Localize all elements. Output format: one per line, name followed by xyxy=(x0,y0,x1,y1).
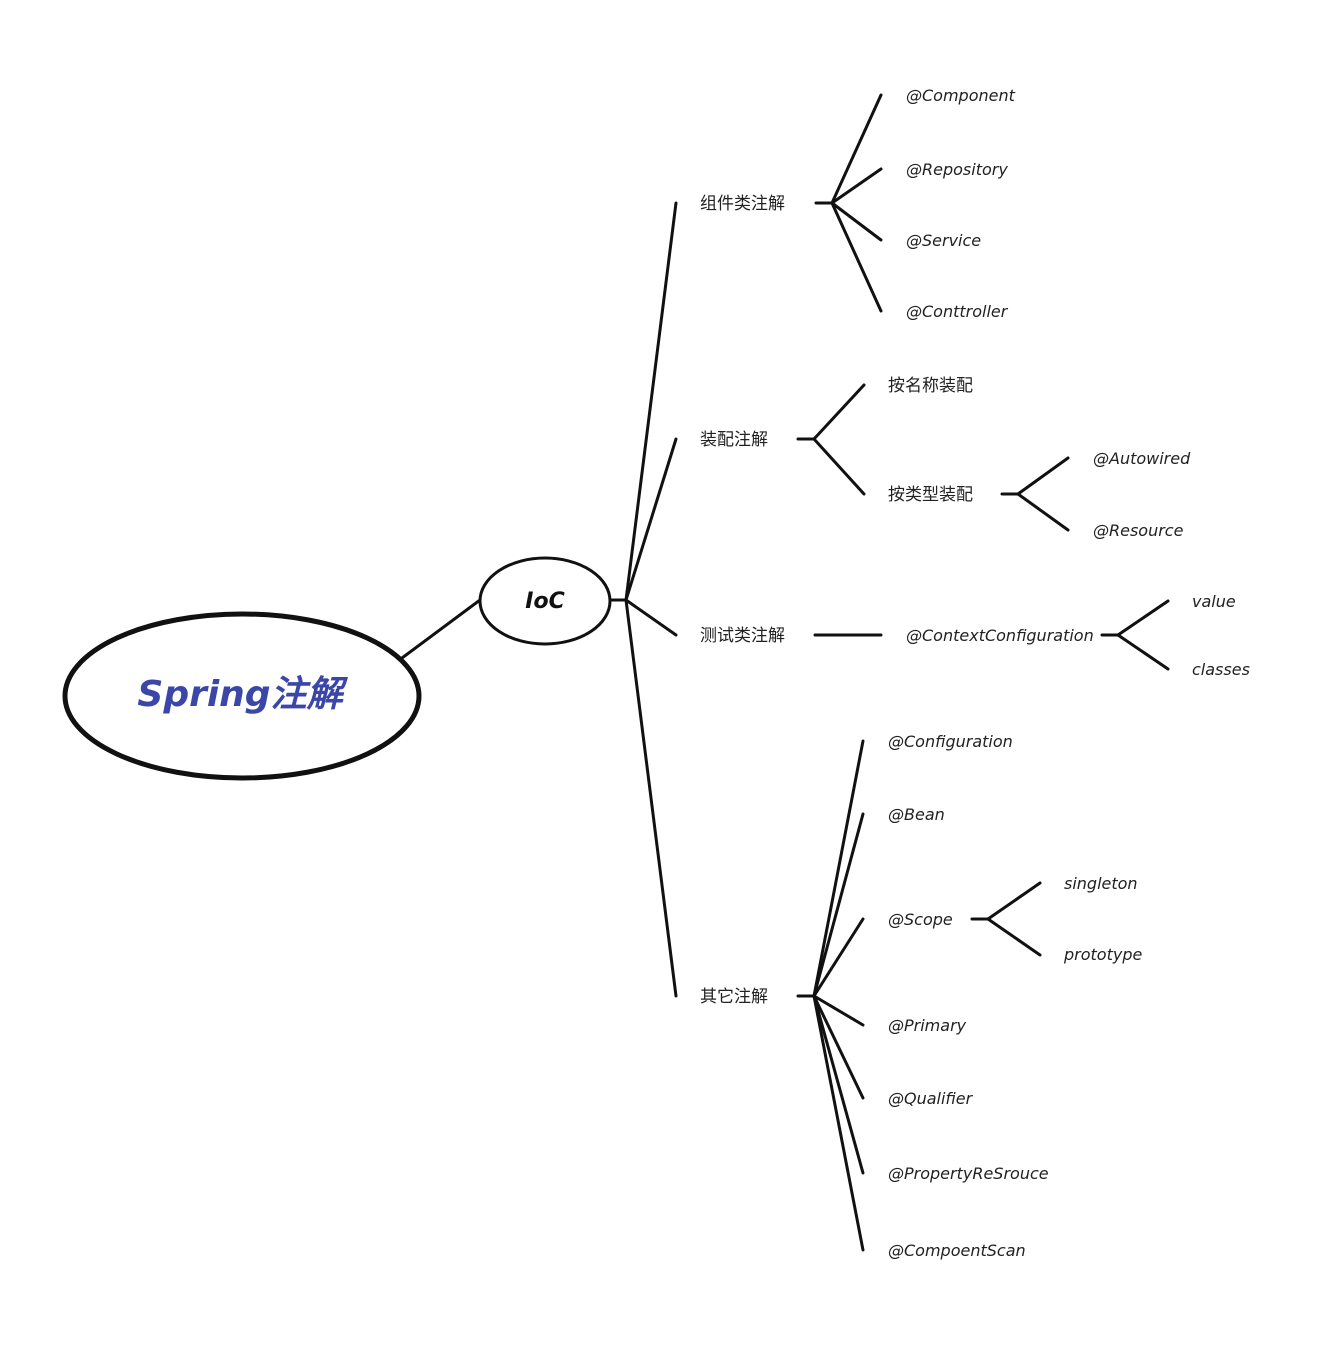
edge-other-6 xyxy=(812,994,865,1175)
edge-ioc-test xyxy=(624,598,678,637)
edge-ioc-component xyxy=(624,201,678,602)
context-configuration-label[interactable]: @ContextConfiguration xyxy=(906,626,1094,645)
root-label: Spring注解 xyxy=(137,674,348,715)
branch-component-label[interactable]: 组件类注解 xyxy=(700,194,785,214)
edge-other-2 xyxy=(812,812,865,998)
edge-other-7 xyxy=(812,994,865,1252)
edge-scope-2 xyxy=(986,917,1042,957)
by-type-item[interactable]: @Autowired xyxy=(1093,449,1191,468)
edge-other-4 xyxy=(812,994,865,1027)
other-item[interactable]: @Primary xyxy=(888,1016,967,1035)
other-item[interactable]: @Scope xyxy=(888,910,953,929)
edge-component-2 xyxy=(830,167,883,205)
edge-assembly-bytype xyxy=(812,437,866,496)
edge-context-1 xyxy=(1116,599,1170,637)
edge-ioc-other xyxy=(624,598,678,998)
edge-component-3 xyxy=(830,201,883,242)
scope-item[interactable]: prototype xyxy=(1063,945,1142,964)
other-item[interactable]: @CompoentScan xyxy=(888,1241,1026,1260)
assembly-by-type-label[interactable]: 按类型装配 xyxy=(888,485,973,505)
edge-context-2 xyxy=(1116,633,1170,671)
edge-other-5 xyxy=(812,994,865,1100)
edge-bytype-1 xyxy=(1016,456,1070,496)
context-item[interactable]: classes xyxy=(1192,660,1250,679)
other-item[interactable]: @Qualifier xyxy=(888,1089,974,1108)
branch-test-label[interactable]: 测试类注解 xyxy=(700,626,785,646)
by-type-item[interactable]: @Resource xyxy=(1093,521,1184,540)
scope-item[interactable]: singleton xyxy=(1064,874,1138,893)
assembly-by-name-label[interactable]: 按名称装配 xyxy=(888,376,973,396)
ioc-label: IoC xyxy=(525,589,564,614)
component-item[interactable]: @Service xyxy=(906,231,981,250)
branch-assembly-label[interactable]: 装配注解 xyxy=(700,430,768,450)
ioc-node[interactable]: IoC xyxy=(478,556,612,646)
component-item[interactable]: @Component xyxy=(906,86,1016,105)
connectors xyxy=(400,93,1170,1252)
other-item[interactable]: @Configuration xyxy=(888,732,1013,751)
root-ellipse xyxy=(62,611,422,781)
edge-root-ioc xyxy=(400,598,482,660)
edge-bytype-2 xyxy=(1016,492,1070,532)
context-item[interactable]: value xyxy=(1192,592,1236,611)
edge-scope-1 xyxy=(986,881,1042,921)
other-item[interactable]: @PropertyReSrouce xyxy=(888,1164,1049,1183)
edge-component-1 xyxy=(830,93,883,205)
component-item[interactable]: @Conttroller xyxy=(906,302,1009,321)
edge-other-1 xyxy=(812,739,865,998)
edge-component-4 xyxy=(830,201,883,313)
edge-ioc-assembly xyxy=(624,437,678,602)
edge-other-3 xyxy=(812,917,865,998)
edge-assembly-byname xyxy=(812,383,866,441)
other-item[interactable]: @Bean xyxy=(888,805,945,824)
component-item[interactable]: @Repository xyxy=(906,160,1008,179)
ioc-ellipse xyxy=(478,556,612,646)
branch-other-label[interactable]: 其它注解 xyxy=(700,987,768,1007)
root-node[interactable]: Spring注解 xyxy=(62,611,422,781)
